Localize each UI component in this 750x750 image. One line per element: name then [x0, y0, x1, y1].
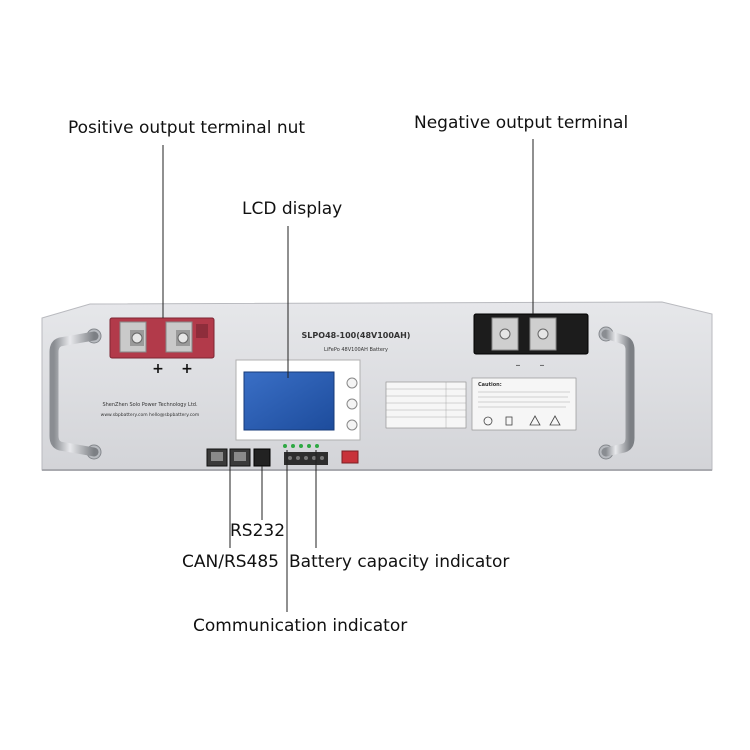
hazard-icon: [549, 415, 561, 426]
can-rs485-ports: [206, 448, 251, 467]
company-name: ShenZhen Solo Power Technology Ltd.: [102, 402, 198, 408]
spec-table: [385, 381, 467, 429]
left-handle: [49, 328, 102, 460]
right-handle: [598, 326, 635, 460]
lcd-module: [235, 359, 361, 441]
label-battery-capacity: Battery capacity indicator: [289, 552, 510, 572]
minus-sign-1: –: [516, 360, 521, 371]
positive-terminal: [109, 317, 215, 359]
battery-capacity-indicator: [284, 444, 328, 465]
rs232-port: [253, 448, 271, 467]
label-positive-terminal: Positive output terminal nut: [68, 118, 306, 138]
minus-sign-2: –: [540, 360, 545, 371]
label-rs232: RS232: [230, 521, 286, 541]
model-label: SLPO48-100(48V100AH): [302, 331, 411, 340]
bin-icon: [505, 416, 513, 426]
plus-sign-1: +: [152, 361, 164, 377]
label-negative-terminal: Negative output terminal: [414, 113, 629, 133]
caution-title: Caution:: [478, 382, 502, 388]
caution-box: Caution:: [471, 377, 577, 431]
label-can-rs485: CAN/RS485: [182, 552, 279, 572]
company-website: www.sbpbattery.com hello@sbpbattery.com: [101, 412, 200, 418]
lcd-button-bottom[interactable]: [346, 419, 358, 431]
lcd-screen: [243, 371, 335, 431]
recycle-icon: [483, 416, 493, 426]
model-subtitle: LiFePo 48V100AH Battery: [324, 347, 388, 353]
communication-indicator: [283, 444, 287, 448]
lcd-button-middle[interactable]: [346, 398, 358, 410]
plus-sign-2: +: [181, 361, 193, 377]
lcd-button-top[interactable]: [346, 377, 358, 389]
warning-icon: [529, 415, 541, 426]
negative-terminal: [473, 313, 589, 355]
label-communication: Communication indicator: [193, 616, 408, 636]
dip-switch[interactable]: [341, 450, 359, 464]
label-lcd-display: LCD display: [242, 199, 343, 219]
